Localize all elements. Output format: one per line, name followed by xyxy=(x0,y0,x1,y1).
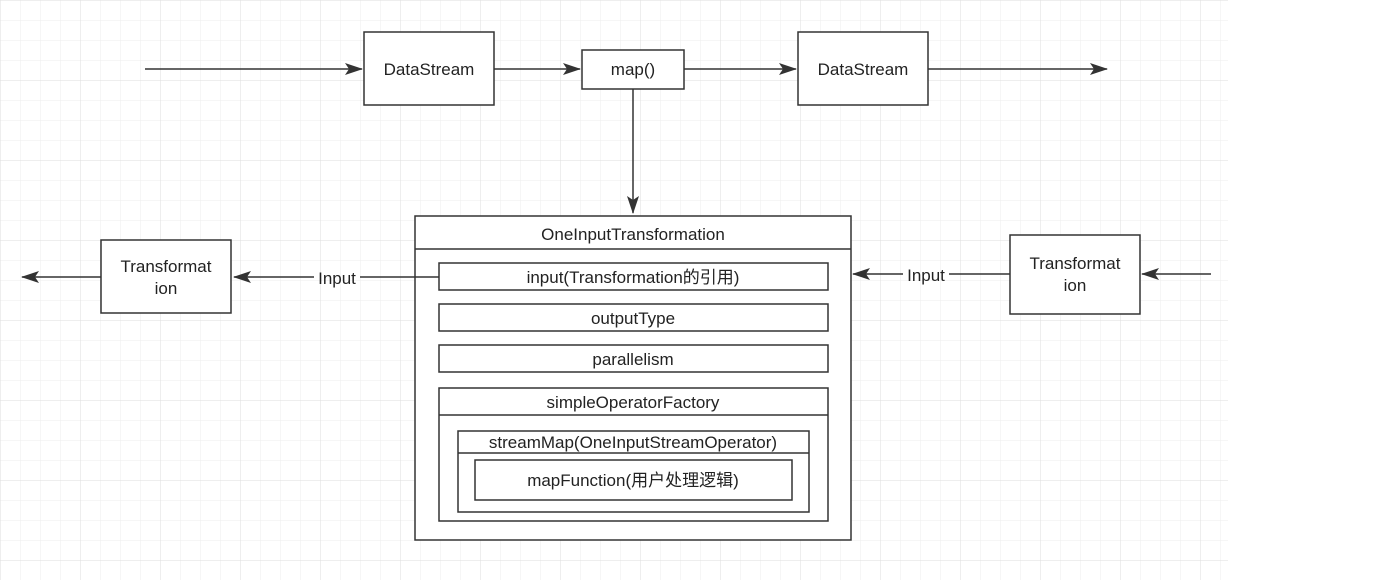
left-transformation-node[interactable]: Transformat ion xyxy=(100,239,232,314)
simple-operator-factory-title: simpleOperatorFactory xyxy=(547,393,720,412)
left-transformation-label-line2: ion xyxy=(155,279,178,298)
map-label: map() xyxy=(611,60,655,79)
left-input-edge-label: Input xyxy=(318,269,356,288)
datastream-out-node[interactable]: DataStream xyxy=(797,31,929,106)
one-input-transformation-title: OneInputTransformation xyxy=(541,225,725,244)
datastream-in-label: DataStream xyxy=(384,60,475,79)
stream-map-title: streamMap(OneInputStreamOperator) xyxy=(489,433,777,452)
input-field[interactable]: input(Transformation的引用) xyxy=(438,262,829,291)
input-field-label: input(Transformation的引用) xyxy=(527,268,740,287)
right-transformation-label-line1: Transformat xyxy=(1029,254,1120,273)
one-input-transformation[interactable]: OneInputTransformation input(Transformat… xyxy=(414,215,852,541)
right-transformation-label-line2: ion xyxy=(1064,276,1087,295)
simple-operator-factory[interactable]: simpleOperatorFactory streamMap(OneInput… xyxy=(438,387,829,522)
parallelism-field[interactable]: parallelism xyxy=(438,344,829,373)
map-node[interactable]: map() xyxy=(581,49,685,90)
right-transformation-node[interactable]: Transformat ion xyxy=(1009,234,1141,315)
datastream-in-node[interactable]: DataStream xyxy=(363,31,495,106)
left-transformation-label-line1: Transformat xyxy=(120,257,211,276)
parallelism-label: parallelism xyxy=(592,350,673,369)
stream-map[interactable]: streamMap(OneInputStreamOperator) mapFun… xyxy=(457,430,810,513)
output-type-label: outputType xyxy=(591,309,675,328)
output-type-field[interactable]: outputType xyxy=(438,303,829,332)
map-function[interactable]: mapFunction(用户处理逻辑) xyxy=(474,459,793,501)
datastream-out-label: DataStream xyxy=(818,60,909,79)
right-input-edge-label: Input xyxy=(907,266,945,285)
map-function-label: mapFunction(用户处理逻辑) xyxy=(527,471,739,490)
